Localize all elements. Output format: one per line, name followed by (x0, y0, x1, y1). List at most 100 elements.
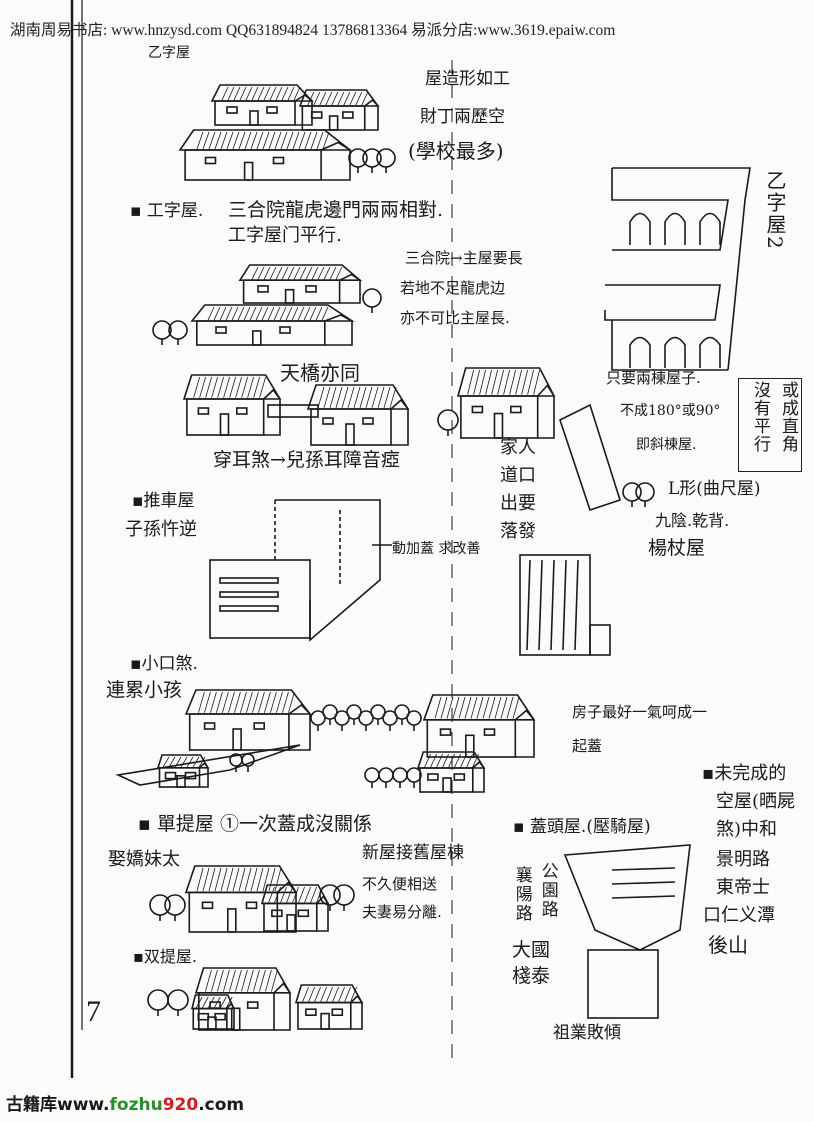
single-house-annex-door (286, 914, 296, 932)
gongzi-house-front-window (215, 326, 227, 334)
gongzi-house-front-roof-hatch (249, 306, 257, 321)
single-house-annex-roof-hatch (274, 886, 281, 903)
watermark-header: 湖南周易书店: www.hnzysd.com QQ631894824 13786… (10, 22, 616, 39)
small-mouth-house-roof-hatch (228, 691, 235, 713)
small-mouth-small-house-right-roof-hatch (424, 753, 431, 768)
gongzi-house-front-roof-hatch (315, 306, 323, 321)
arch-window (699, 212, 721, 245)
family-1: 家人 (500, 437, 536, 458)
single-house-main-roof-hatch (226, 867, 234, 892)
gong-house-front-roof-hatch (322, 131, 330, 150)
gongzi-house-front-roof-hatch (267, 306, 275, 321)
single-note-1: 新屋接舊屋棟 (362, 843, 464, 863)
angled-house-1-roof-hatch (473, 369, 480, 395)
unfinished-4: 景明路 (716, 849, 770, 870)
gong-house-front-roof-hatch (274, 131, 282, 150)
double-house-main-wall (198, 991, 275, 1031)
cover-building-top (563, 844, 691, 951)
bridge-house-right-window (362, 417, 374, 425)
cover-road-1: 襄陽路 (511, 866, 532, 923)
angled-house-1-roof-hatch (479, 369, 486, 395)
gongzi-house-back-roof-hatch (311, 266, 319, 280)
tree-icon (333, 884, 355, 906)
gong-house-front-roof-hatch (238, 131, 246, 150)
gong-house-front-door (243, 161, 254, 181)
double-house-left-roof-hatch (201, 996, 209, 1009)
double-house-right-door (320, 1012, 330, 1030)
small-mouth-house-roof-hatch (222, 691, 229, 713)
single-note-2: 不久便相送 (362, 875, 438, 893)
cart-building-frame (275, 499, 381, 642)
small-mouth-house-window (253, 722, 265, 730)
gongzi-house-back-roof-hatch (323, 266, 331, 280)
gongzi-note-2: 工字屋门平行. (228, 225, 342, 246)
gong-house-back-window (226, 106, 238, 114)
small-mouth-house-door (232, 728, 242, 751)
small-mouth-house-roof-hatch (288, 691, 295, 713)
cart-fix: 動加蓋 求改善 (392, 541, 481, 557)
small-mouth-house-right-roof-hatch (488, 696, 496, 719)
small-mouth-house-right-roof-hatch (452, 696, 460, 719)
single-house-main-roof-hatch (262, 867, 270, 892)
page-number: 7 (86, 995, 101, 1028)
gong-house-front-roof-hatch (196, 131, 204, 150)
angled-house-1-wall (460, 395, 539, 439)
gongzi-note-5: 亦不可比主屋長. (400, 309, 510, 327)
arch-window (629, 212, 651, 245)
double-title: ▪双提屋. (133, 947, 197, 966)
small-mouth-house-right-door (464, 734, 475, 758)
bridge-house-right-roof-hatch (371, 386, 379, 408)
tree-icon (164, 894, 186, 916)
small-mouth-small-house-right-window (427, 773, 439, 781)
tree-icon (635, 482, 655, 502)
gong-house-front-window (272, 156, 285, 165)
gong-house-front-roof-hatch (268, 131, 276, 150)
gong-house-back-roof-hatch (281, 86, 289, 101)
gong-house-back-roof-hatch (221, 86, 229, 101)
double-house-main-window (209, 1001, 221, 1009)
double-house-right-window (331, 1008, 344, 1017)
double-house-main-door (230, 1007, 241, 1031)
footer-prefix: 古籍库 (6, 1095, 57, 1115)
single-house-main-roof-hatch (238, 867, 246, 892)
gongzi-house-front-window (279, 326, 291, 334)
yizi-note-4: L形(曲尺屋) (668, 479, 761, 499)
single-house-main-roof-hatch (244, 867, 252, 892)
gong-house-front-roof-hatch (310, 131, 318, 150)
gong-house-front-roof (178, 129, 353, 151)
small-mouth-house-right-roof-hatch (458, 696, 466, 719)
gongzi-house-front-roof-hatch (321, 306, 329, 321)
double-house-main-roof-hatch (253, 969, 260, 992)
single-title: ▪ 單提屋 ①一次蓋成沒關係 (138, 813, 372, 835)
single-house-main-window (201, 901, 214, 910)
small-mouth-house-roof-hatch (270, 691, 277, 713)
single-house-main-roof-hatch (274, 867, 282, 892)
bridge-house-right-window (322, 417, 334, 425)
box-col-1: 或成直角 (778, 381, 798, 453)
gong-house-right-roof-hatch (319, 91, 327, 106)
angled-house-1-gable (537, 384, 555, 439)
gong-house-right-roof-hatch (337, 91, 345, 106)
gong-house-back-roof-hatch (239, 86, 247, 101)
gongzi-house-front-roof-hatch (207, 306, 215, 321)
small-mouth-house-right-roof-hatch (476, 696, 484, 719)
bridge-house-left-roof-hatch (193, 376, 200, 398)
small-mouth-small-house-right-roof-hatch (454, 753, 461, 768)
footer-green: fozhu (109, 1095, 163, 1115)
small-mouth-house-right-roof-hatch (506, 696, 514, 719)
sky-bridge (267, 404, 319, 418)
bridge-house-right-roof-hatch (365, 386, 373, 408)
bridge-house-left-roof-hatch (241, 376, 248, 398)
bridge-house-right-roof-hatch (323, 386, 331, 408)
unfinished-5: 東帝士 (716, 877, 770, 898)
family-3: 出要 (500, 493, 536, 514)
gongzi-house-back-door (284, 288, 295, 304)
gong-house-front-roof-hatch (232, 131, 240, 150)
angled-house-1-window (471, 405, 484, 414)
double-house-right-roof-hatch (302, 986, 309, 1002)
double-house-main-roof (194, 967, 292, 994)
footer-tld: .com (198, 1095, 245, 1115)
bridge-house-left-roof-hatch (205, 376, 212, 398)
footer-red: 920 (162, 1095, 199, 1115)
